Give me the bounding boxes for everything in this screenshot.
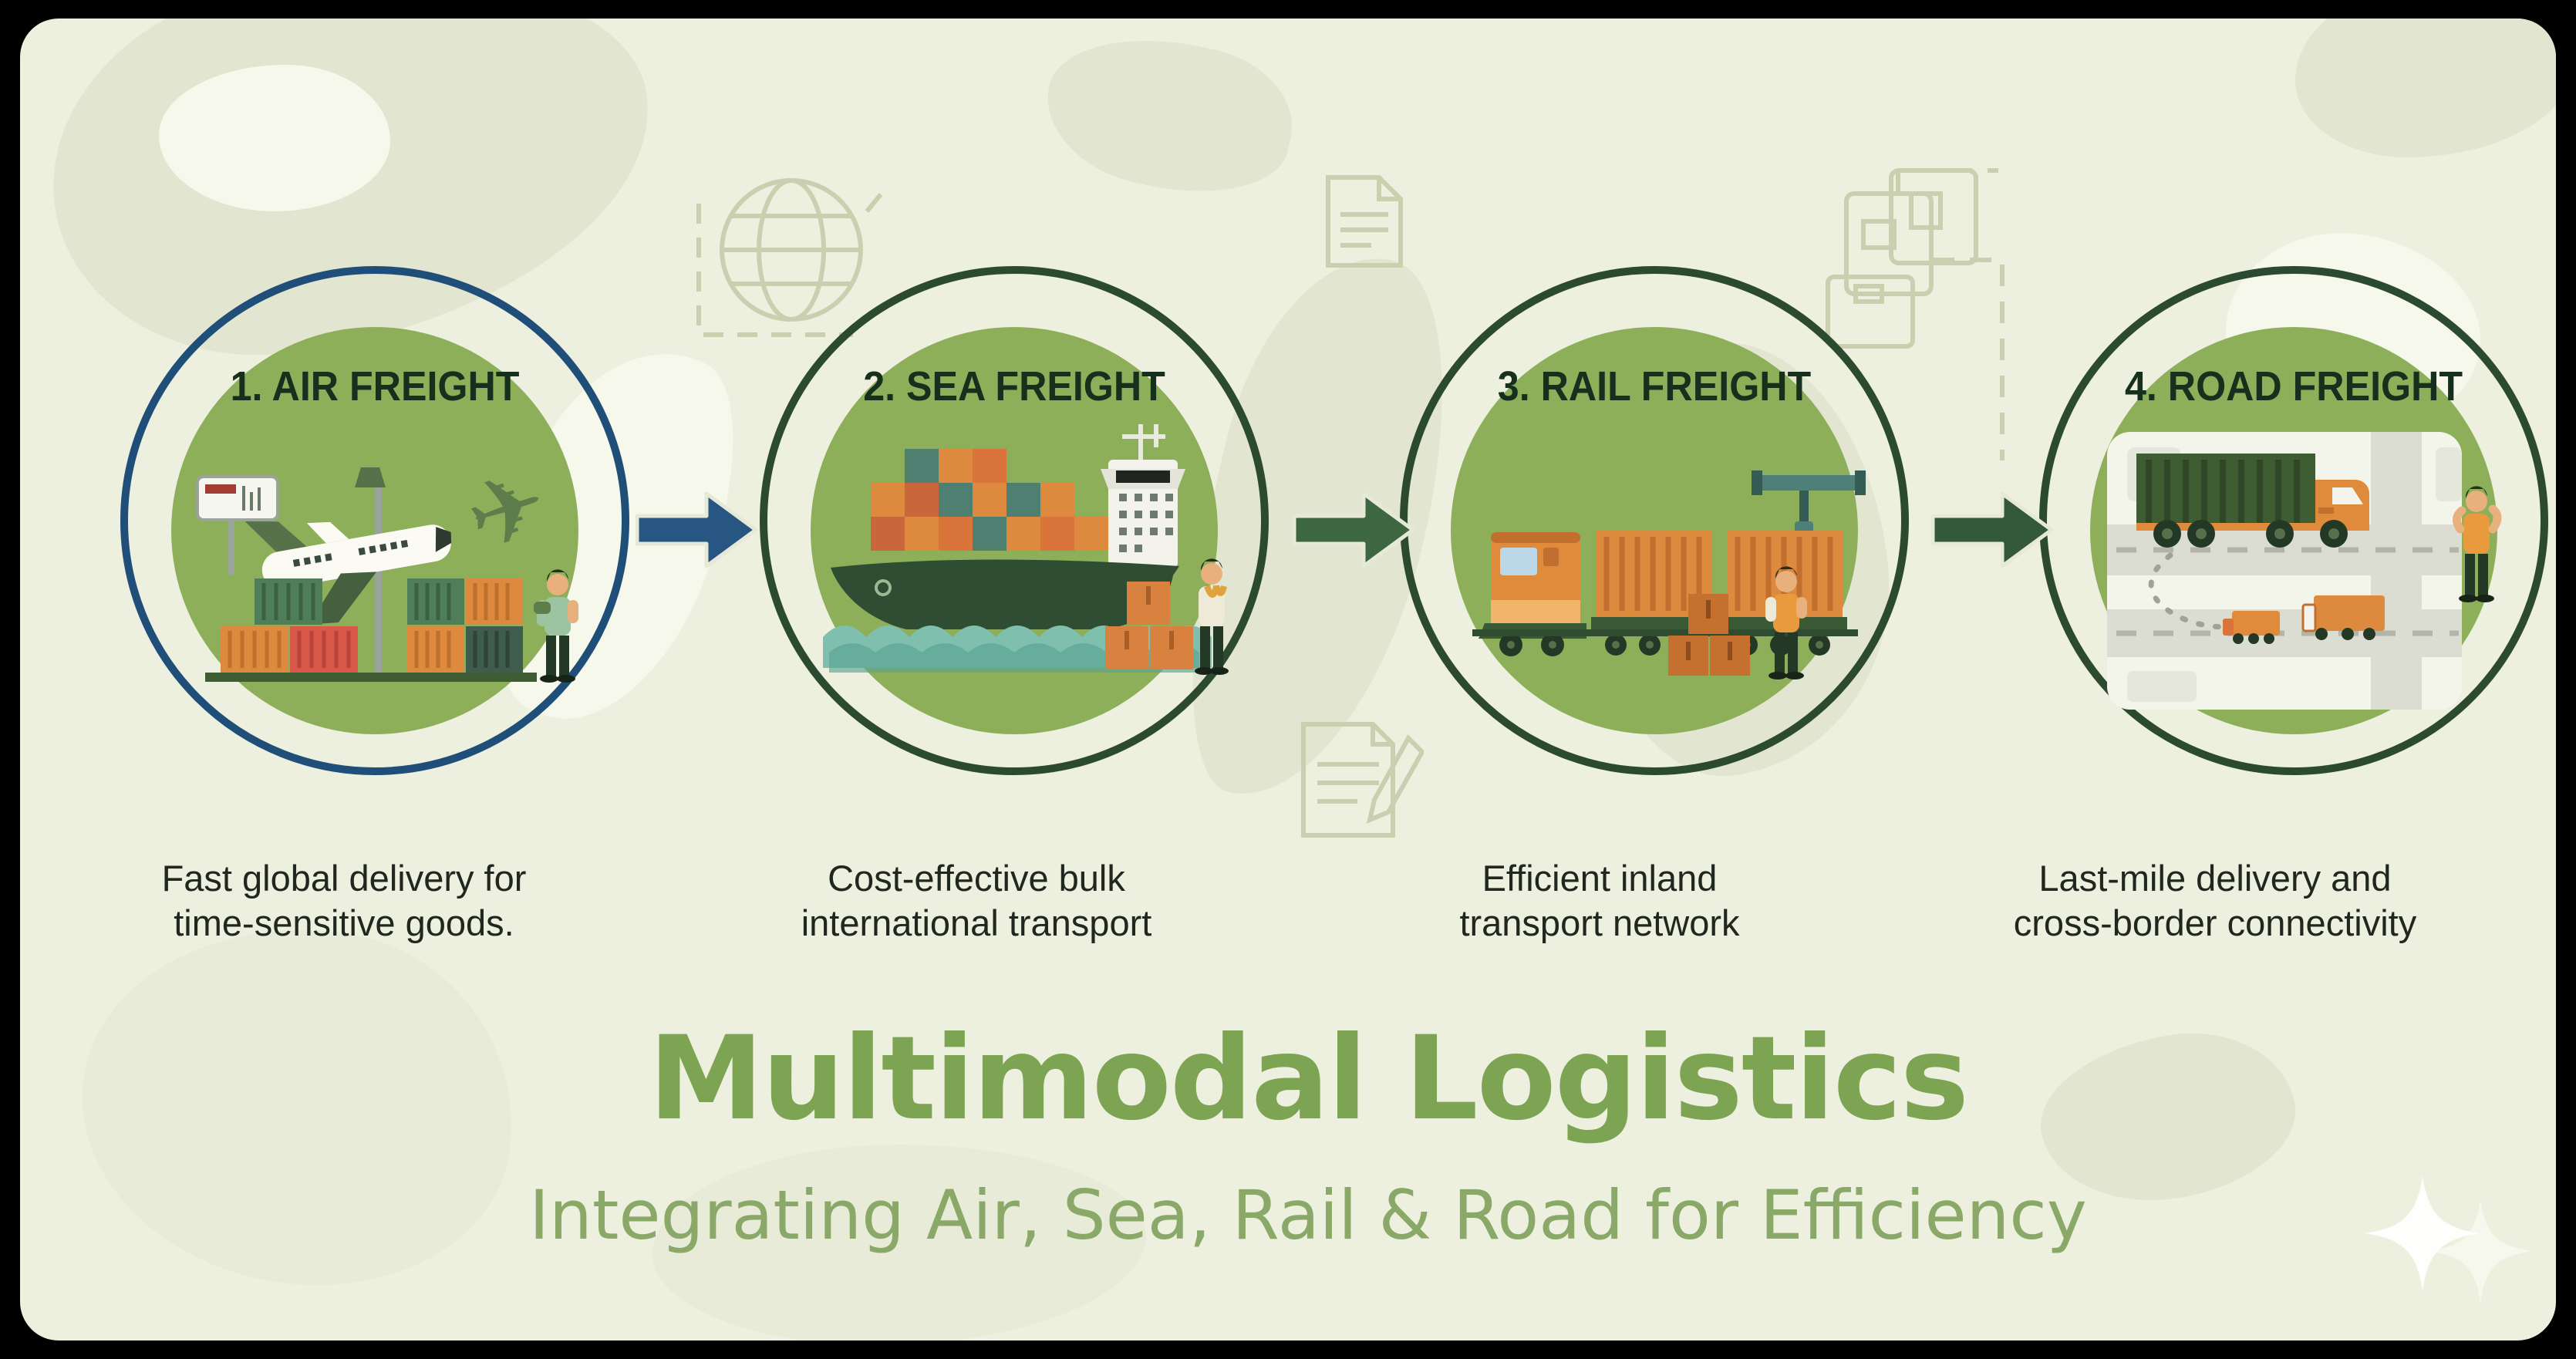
cargo-boxes (1668, 594, 1750, 676)
map-roads (2107, 432, 2462, 710)
step-ring-air (120, 266, 629, 775)
container-truck (2136, 454, 2369, 548)
step-ring-road (2039, 266, 2548, 775)
step-description-rail: Efficient inland transport network (1283, 856, 1916, 946)
description-line: international transport (801, 902, 1152, 944)
plane-silhouette-icon: ✈ (453, 448, 561, 574)
description-line: Fast global delivery for (161, 858, 527, 899)
customs-machine-icon (1826, 168, 2004, 460)
rail-freight-illustration (1472, 470, 1866, 680)
description-line: time-sensitive goods. (174, 902, 514, 944)
step-label-road: 4. ROAD FREIGHT (2124, 363, 2463, 410)
invoice-pencil-icon (1301, 722, 1424, 838)
map-blob (2295, 19, 2556, 157)
step-ring-rail (1400, 266, 1909, 775)
small-truck-2 (2301, 595, 2385, 640)
description-line: cross-border connectivity (2013, 902, 2417, 944)
page-title: Multimodal Logistics (648, 1012, 1969, 1146)
infographic-card: 1. AIR FREIGHT ✈ (20, 19, 2556, 1340)
globe-icon (696, 178, 883, 337)
dock-boxes (1105, 582, 1193, 669)
description-line: Efficient inland (1482, 858, 1718, 899)
map-blob (1033, 19, 1306, 213)
ship-hull (831, 559, 1179, 629)
svg-text:✈: ✈ (453, 448, 561, 574)
container-stack-right (407, 578, 523, 673)
description-line: Last-mile delivery and (2038, 858, 2392, 899)
description-line: Cost-effective bulk (828, 858, 1125, 899)
scale-signboard (196, 475, 279, 575)
ship-containers (871, 449, 1108, 551)
worker (534, 569, 578, 683)
step-description-sea: Cost-effective bulk international transp… (660, 856, 1293, 946)
step-label-air: 1. AIR FREIGHT (230, 363, 520, 410)
arrow-sea-to-rail (1293, 491, 1415, 568)
worker (1765, 566, 1807, 680)
worker (2453, 486, 2502, 602)
step-description-air: Fast global delivery for time-sensitive … (28, 856, 660, 946)
cargo-plane (243, 520, 452, 625)
map-blob (652, 1145, 1146, 1340)
step-label-sea: 2. SEA FREIGHT (863, 363, 1165, 410)
arrow-rail-to-road (1931, 491, 2054, 568)
step-ring-sea (760, 266, 1269, 775)
step-label-rail: 3. RAIL FREIGHT (1497, 363, 1812, 410)
road-freight-illustration (2107, 432, 2502, 710)
container-stack-left (221, 578, 358, 673)
sparkle-icon (2365, 1175, 2533, 1303)
small-truck-1 (2223, 611, 2280, 644)
arrow-air-to-sea (636, 491, 758, 568)
ship-bridge (1101, 460, 1185, 568)
page-subtitle: Integrating Air, Sea, Rail & Road for Ef… (529, 1175, 2087, 1255)
air-freight-illustration: ✈ (196, 448, 578, 683)
sea-freight-illustration (823, 424, 1229, 675)
map-blob (159, 65, 390, 211)
locomotive (1479, 532, 1586, 639)
description-line: transport network (1459, 902, 1740, 944)
step-description-road: Last-mile delivery and cross-border conn… (1899, 856, 2531, 946)
document-icon (1326, 175, 1403, 268)
worker (1195, 558, 1229, 675)
